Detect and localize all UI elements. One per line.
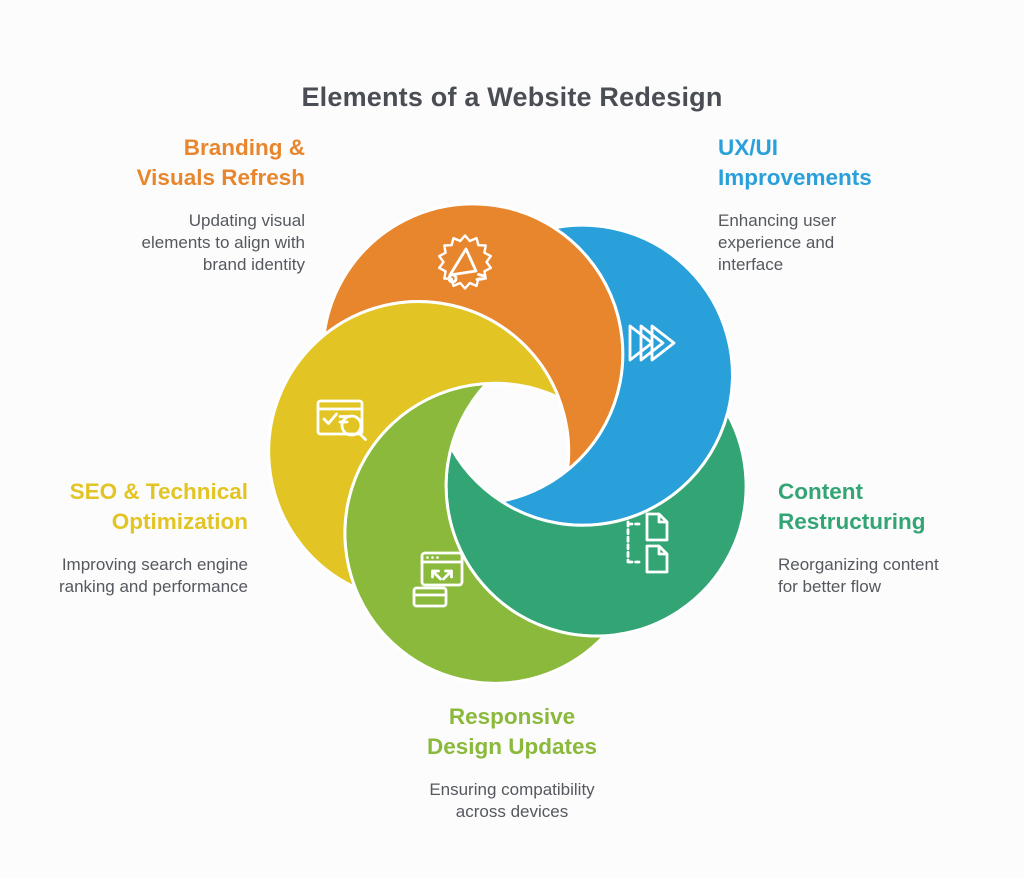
swirl-diagram xyxy=(267,202,748,685)
segment-description-seo: Improving search engine ranking and perf… xyxy=(58,554,248,596)
megaphone-burst-icon xyxy=(438,234,492,290)
documents-flow-icon xyxy=(626,512,669,574)
segment-description-branding: Updating visual elements to align with b… xyxy=(141,210,305,275)
segment-description-responsive: Ensuring compatibility across devices xyxy=(429,779,595,821)
segment-description-content: Reorganizing content for better flow xyxy=(778,554,939,596)
page-title: Elements of a Website Redesign xyxy=(301,82,723,113)
segment-content: Content Restructuring Reorganizing conte… xyxy=(778,477,1013,598)
segment-title-uxui: UX/UI Improvements xyxy=(718,135,872,190)
segment-seo: SEO & Technical Optimization Improving s… xyxy=(8,477,248,598)
segment-description-uxui: Enhancing user experience and interface xyxy=(718,210,837,275)
segment-title-responsive: Responsive Design Updates xyxy=(426,704,598,759)
segment-title-seo: SEO & Technical Optimization xyxy=(69,479,248,534)
segment-responsive: Responsive Design Updates Ensuring compa… xyxy=(381,702,643,823)
fast-forward-icon xyxy=(628,324,676,362)
responsive-window-icon xyxy=(412,551,464,608)
segment-uxui: UX/UI Improvements Enhancing user experi… xyxy=(718,133,953,276)
segment-title-content: Content Restructuring xyxy=(778,479,926,534)
petal-seo xyxy=(267,300,561,589)
seo-audit-icon xyxy=(316,399,367,441)
segment-title-branding: Branding & Visuals Refresh xyxy=(136,135,305,190)
segment-branding: Branding & Visuals Refresh Updating visu… xyxy=(65,133,305,276)
